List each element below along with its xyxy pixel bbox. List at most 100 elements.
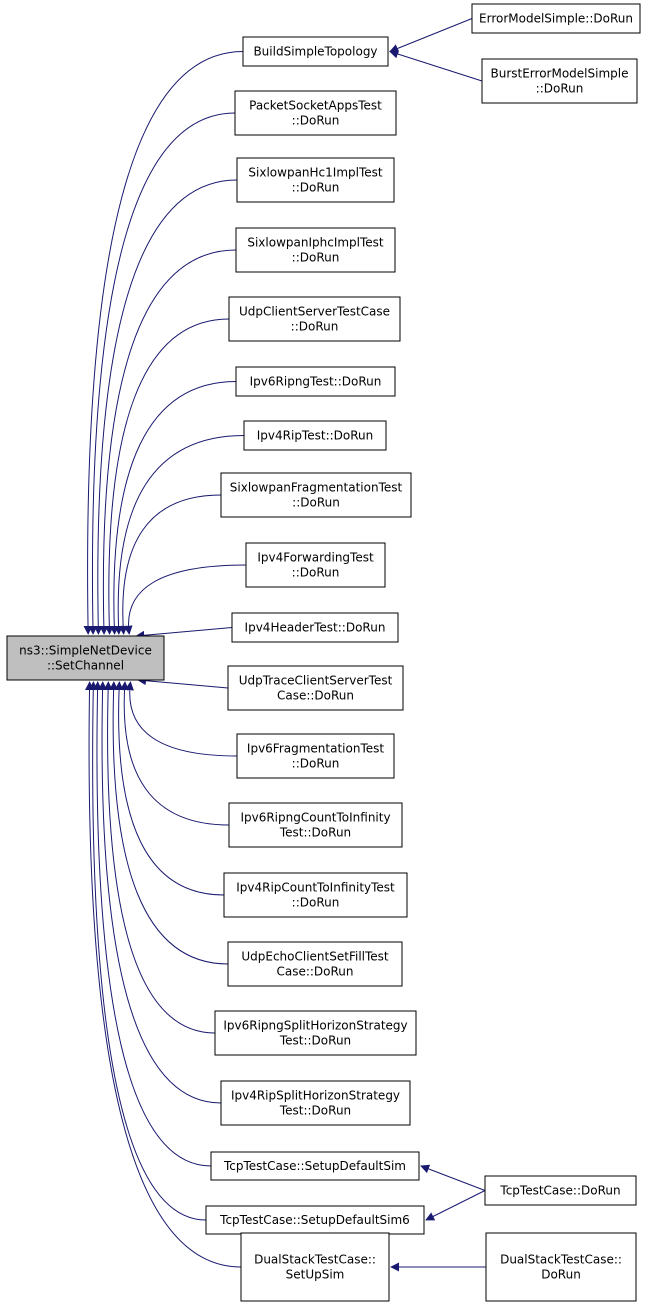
node-label-line: BurstErrorModelSimple [491,67,629,81]
node-label-line: SetUpSim [286,1268,345,1282]
node-sixlowpan-fragmentation-test-dorun[interactable]: SixlowpanFragmentationTest::DoRun [220,472,412,518]
node-error-model-simple-dorun[interactable]: ErrorModelSimple::DoRun [471,3,641,34]
edge-sixlowpan-hc1-impl-test-dorun-to-root [93,179,238,635]
edge-error-model-simple-dorun-to-build-simple-topology [389,18,473,53]
node-label-line: SixlowpanFragmentationTest [230,481,403,495]
node-box [240,1232,390,1302]
edge-build-simple-topology-to-root [83,51,244,635]
node-box [228,802,403,848]
node-box [245,542,386,588]
edge-ipv4-rip-test-dorun-to-root [113,435,245,635]
node-dual-stack-test-case-setup-sim[interactable]: DualStackTestCase::SetUpSim [240,1232,390,1302]
node-box [243,420,387,451]
node-label-line: ::DoRun [292,114,340,128]
edge-tcp-test-case-setup-default-sim-to-root [93,681,212,1167]
node-burst-error-model-simple-dorun[interactable]: BurstErrorModelSimple::DoRun [481,58,638,104]
node-label-line: Ipv4RipTest::DoRun [257,429,374,443]
node-label-line: ::DoRun [292,251,340,265]
node-label-line: TcpTestCase::DoRun [499,1184,620,1198]
node-ipv6-fragmentation-test-dorun[interactable]: Ipv6FragmentationTest::DoRun [236,733,395,779]
node-box [6,635,165,681]
node-box [228,296,401,342]
node-tcp-test-case-dorun[interactable]: TcpTestCase::DoRun [484,1175,637,1206]
node-label-line: Ipv6RipngCountToInfinity [240,811,390,825]
node-label-line: ::SetChannel [47,659,124,673]
node-box [223,872,408,918]
node-ipv4-rip-count-to-infinity-test-dorun[interactable]: Ipv4RipCountToInfinityTest::DoRun [223,872,408,918]
node-label-line: ::DoRun [292,757,340,771]
node-label-line: UdpClientServerTestCase [239,305,390,319]
edge-packet-socket-apps-test-dorun-to-root [88,112,236,635]
node-ipv4-rip-test-dorun[interactable]: Ipv4RipTest::DoRun [243,420,387,451]
node-ipv4-forwarding-test-dorun[interactable]: Ipv4ForwardingTest::DoRun [245,542,386,588]
node-box [235,366,396,397]
node-box [214,1010,417,1056]
edge-tcp-test-case-dorun-to-tcp-test-case-setup-default-sim [420,1164,486,1191]
node-label-line: DoRun [541,1268,581,1282]
node-udp-client-server-test-case-dorun[interactable]: UdpClientServerTestCase::DoRun [228,296,401,342]
node-box [484,1175,637,1206]
node-box [481,58,638,104]
edge-udp-echo-client-set-fill-test-case-dorun-to-root [109,681,229,965]
node-label-line: UdpEchoClientSetFillTest [241,950,389,964]
node-box [236,733,395,779]
edge-tcp-test-case-dorun-to-tcp-test-case-setup-default-sim6 [425,1190,486,1221]
node-packet-socket-apps-test-dorun[interactable]: PacketSocketAppsTest::DoRun [234,90,397,136]
node-label-line: BuildSimpleTopology [253,45,377,59]
node-ipv4-header-test-dorun[interactable]: Ipv4HeaderTest::DoRun [231,612,399,643]
node-dual-stack-test-case-dorun[interactable]: DualStackTestCase::DoRun [485,1232,637,1302]
edge-sixlowpan-fragmentation-test-dorun-to-root [118,494,222,635]
node-label-line: SixlowpanIphcImplTest [247,236,384,250]
node-box [236,157,395,203]
node-label-line: DualStackTestCase:: [254,1253,376,1267]
edge-ipv4-forwarding-test-dorun-to-root [123,564,247,635]
node-label-line: Test::DoRun [279,1034,351,1048]
node-label-line: ::DoRun [292,181,340,195]
node-label-line: TcpTestCase::SetupDefaultSim6 [219,1213,410,1227]
node-label-line: Case::DoRun [276,965,353,979]
node-box [471,3,641,34]
edge-udp-client-server-test-case-dorun-to-root [104,318,230,635]
node-tcp-test-case-setup-default-sim6[interactable]: TcpTestCase::SetupDefaultSim6 [205,1205,425,1235]
node-box [227,665,404,711]
edge-ipv6-ripng-test-dorun-to-root [109,381,237,635]
node-label-line: Ipv4RipSplitHorizonStrategy [231,1089,400,1103]
node-ipv6-ripng-test-dorun[interactable]: Ipv6RipngTest::DoRun [235,366,396,397]
node-label-line: Ipv6RipngSplitHorizonStrategy [223,1019,407,1033]
node-sixlowpan-iphc-impl-test-dorun[interactable]: SixlowpanIphcImplTest::DoRun [235,227,396,273]
root-node-root[interactable]: ns3::SimpleNetDevice::SetChannel [6,635,165,681]
node-label-line: ::DoRun [292,896,340,910]
edge-udp-trace-client-server-test-case-dorun-to-root [137,676,229,689]
node-label-line: Case::DoRun [277,689,354,703]
edge-sixlowpan-iphc-impl-test-dorun-to-root [99,249,237,635]
node-label-line: ::DoRun [292,496,340,510]
edge-ipv4-header-test-dorun-to-root [135,627,233,640]
node-box [205,1205,425,1235]
node-tcp-test-case-setup-default-sim[interactable]: TcpTestCase::SetupDefaultSim [210,1151,420,1181]
node-box [234,90,397,136]
edge-ipv4-rip-split-horizon-strategy-test-dorun-to-root [98,681,222,1104]
edge-ipv4-rip-count-to-infinity-test-dorun-to-root [114,681,225,896]
node-build-simple-topology[interactable]: BuildSimpleTopology [242,36,389,67]
node-label-line: UdpTraceClientServerTest [239,674,393,688]
node-label-line: Ipv4HeaderTest::DoRun [245,621,386,635]
node-label-line: ::DoRun [292,566,340,580]
node-label-line: SixlowpanHc1ImplTest [248,166,382,180]
nodes: ns3::SimpleNetDevice::SetChannel BuildSim… [6,3,641,1302]
node-label-line: ::DoRun [291,320,339,334]
node-label-line: TcpTestCase::SetupDefaultSim [223,1159,406,1173]
node-sixlowpan-hc1-impl-test-dorun[interactable]: SixlowpanHc1ImplTest::DoRun [236,157,395,203]
node-label-line: ns3::SimpleNetDevice [19,644,152,658]
node-box [235,227,396,273]
node-label-line: Ipv4RipCountToInfinityTest [236,881,395,895]
edge-ipv6-ripng-count-to-infinity-test-dorun-to-root [119,681,230,826]
node-label-line: ::DoRun [536,82,584,96]
node-box [231,612,399,643]
node-label-line: Test::DoRun [279,1104,351,1118]
